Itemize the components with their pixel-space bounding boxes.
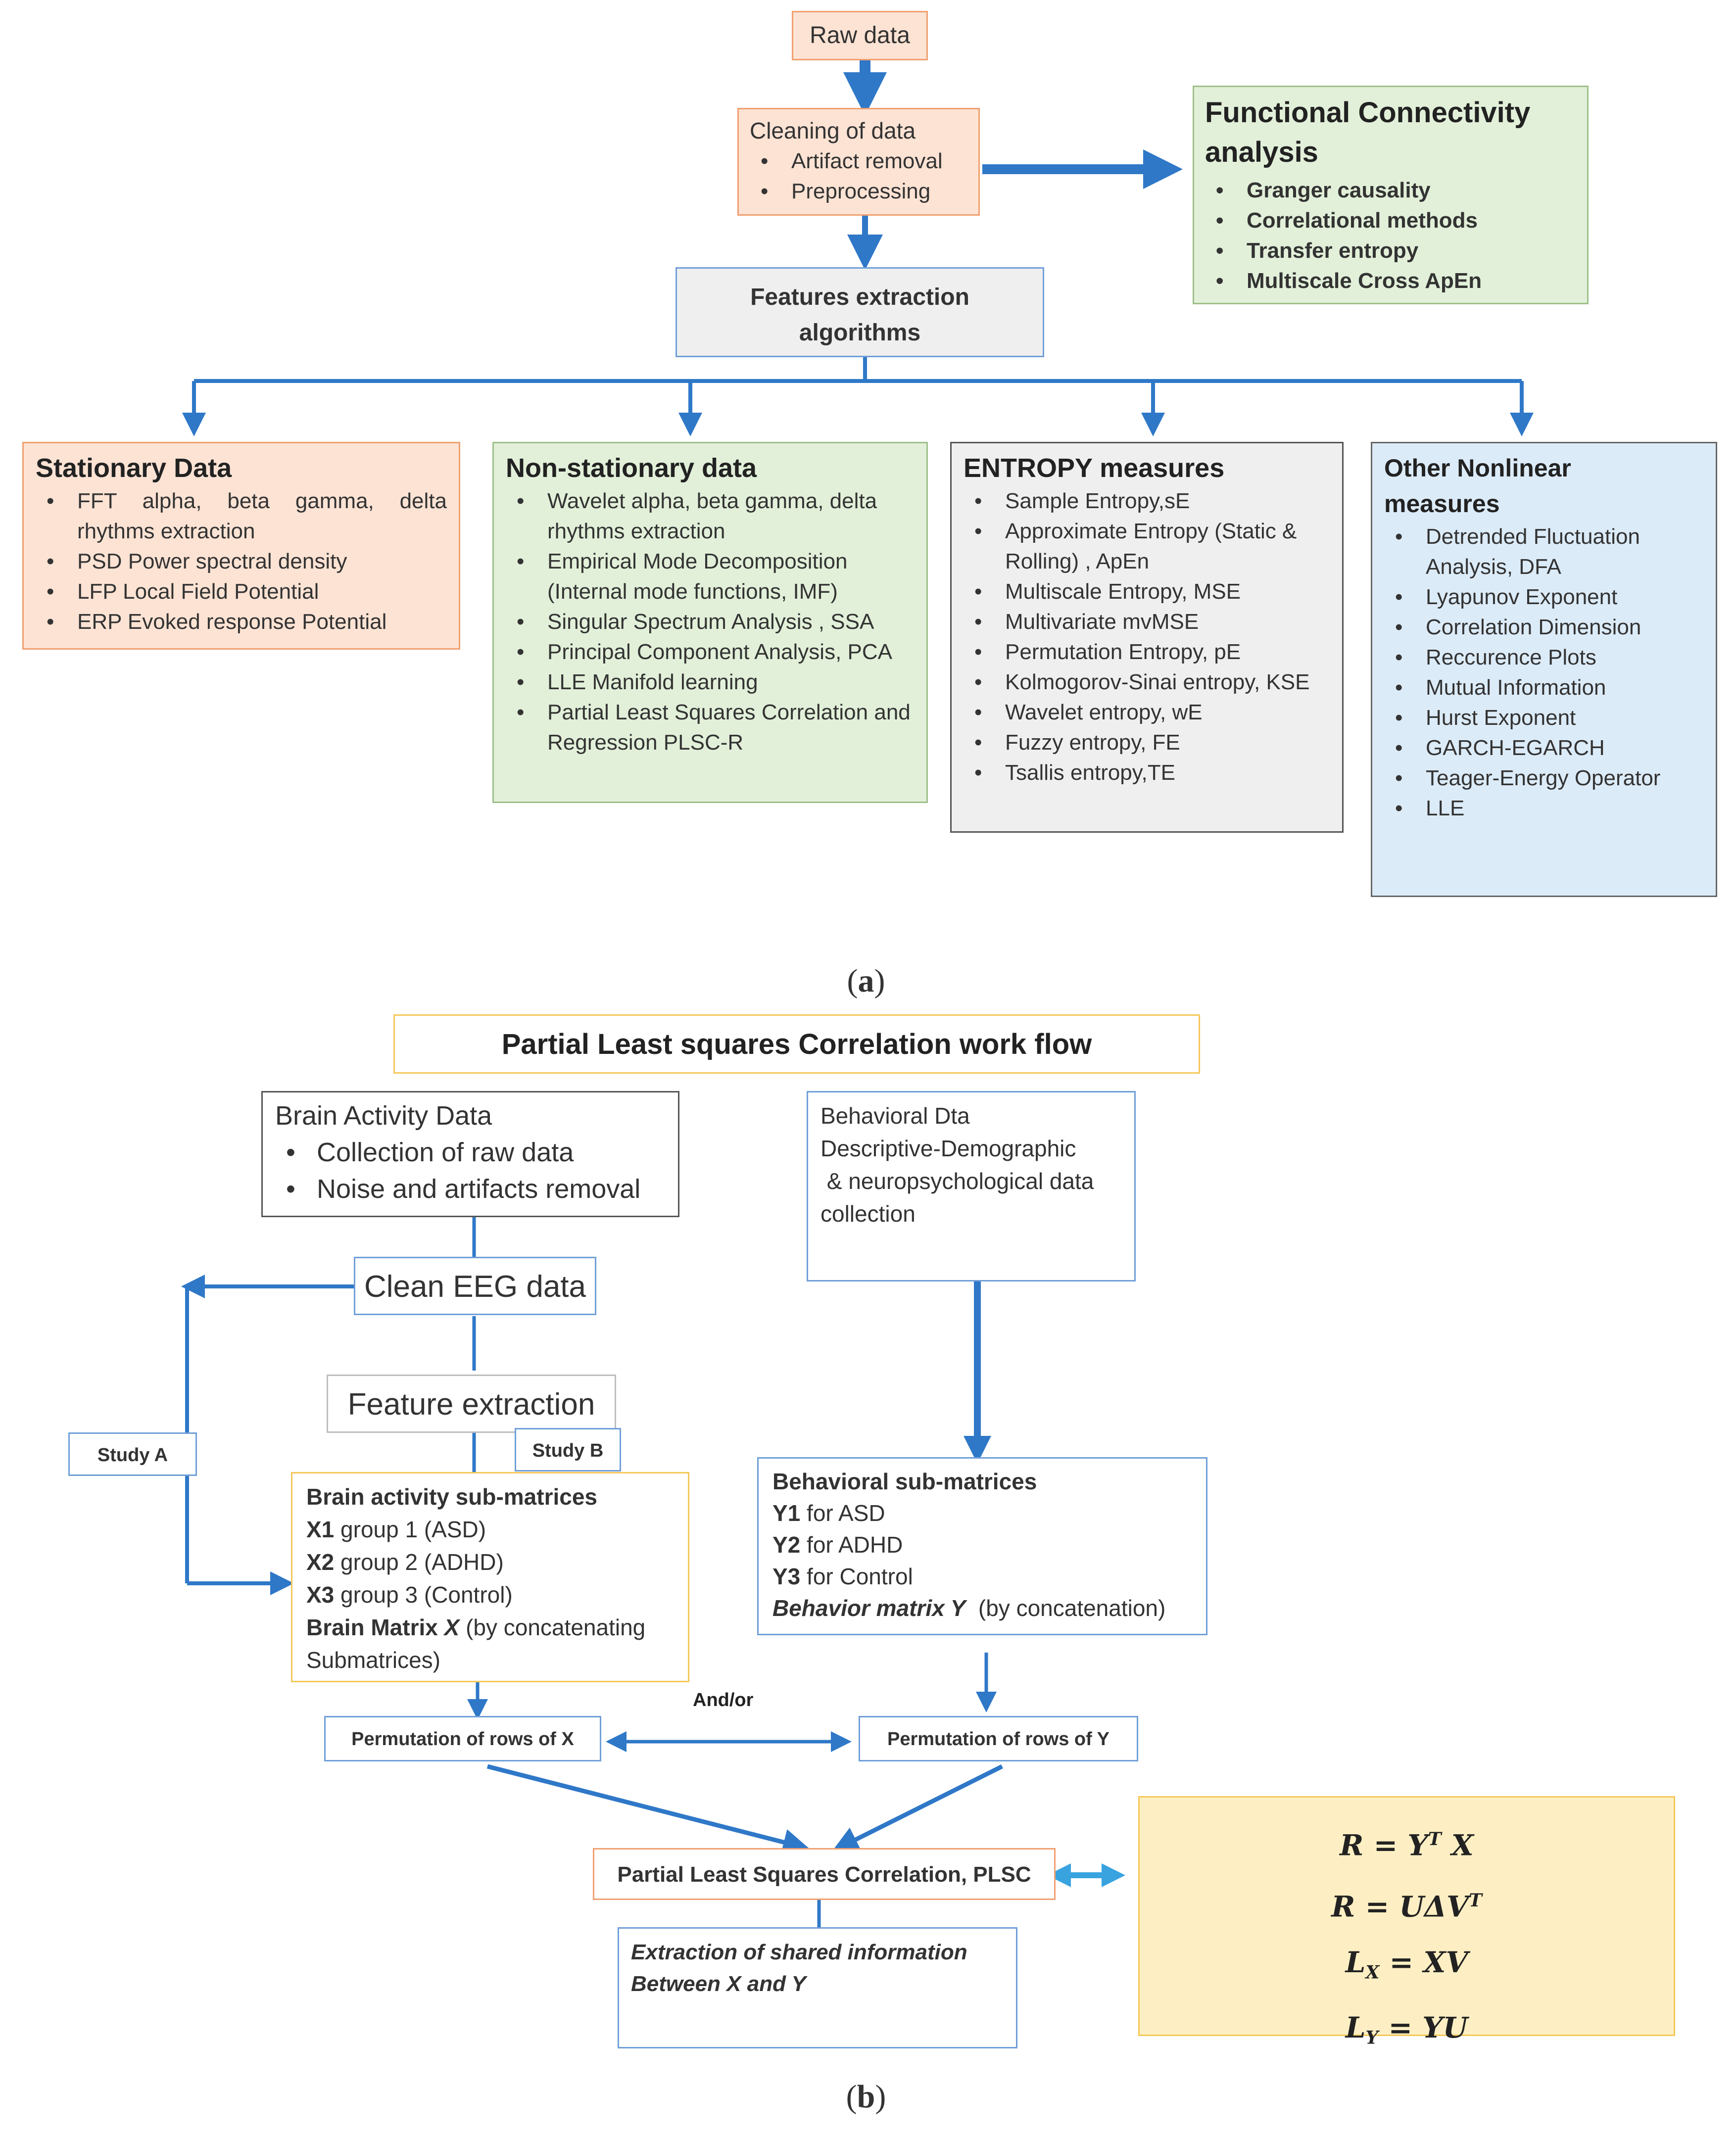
list-item: Empirical Mode Decomposition (Internal m… (506, 546, 915, 607)
plsc-equations-box: R = YT X R = UΔVT LX = XV LY = YU (1138, 1796, 1675, 2048)
list-item: Preprocessing (750, 176, 978, 206)
behavioral-submatrices-box: Behavioral sub-matrices Y1 for ASD Y2 fo… (757, 1457, 1207, 1635)
study-a-label: Study A (68, 1432, 197, 1476)
permutation-y-box: Permutation of rows of Y (859, 1716, 1138, 1761)
list-item: LLE Manifold learning (506, 667, 915, 697)
list-item: Partial Least Squares Correlation and Re… (506, 697, 915, 758)
brain-activity-list: Collection of raw data Noise and artifac… (275, 1134, 678, 1207)
behav-sub-y1: Y1 for ASD (772, 1500, 885, 1526)
cleaning-list: Artifact removal Preprocessing (750, 146, 978, 206)
features-extraction-box: Features extraction algorithms (675, 267, 1044, 357)
list-item: Correlation Dimension (1384, 612, 1707, 642)
nonlinear-list: Detrended Fluctuation Analysis, DFA Lyap… (1384, 522, 1707, 823)
cleaning-box: Cleaning of data Artifact removal Prepro… (737, 108, 980, 216)
entropy-list: Sample Entropy,sE Approximate Entropy (S… (964, 486, 1332, 788)
list-item: Noise and artifacts removal (275, 1171, 678, 1207)
caption-a-letter: a (858, 963, 874, 999)
brain-activity-title: Brain Activity Data (275, 1101, 492, 1131)
list-item: Singular Spectrum Analysis , SSA (506, 607, 915, 637)
list-item: Wavelet entropy, wE (964, 697, 1332, 727)
nonlinear-title: Other Nonlinear measures (1384, 454, 1571, 518)
nonstationary-title: Non-stationary data (506, 453, 757, 483)
behavioral-line: collection (820, 1201, 916, 1227)
brain-sub-x2: X2 group 2 (ADHD) (306, 1549, 504, 1575)
behavioral-line: Descriptive-Demographic (820, 1136, 1076, 1161)
list-item: Wavelet alpha, beta gamma, delta rhythms… (506, 486, 915, 546)
list-item: Granger causality (1205, 175, 1587, 205)
permutation-x-box: Permutation of rows of X (324, 1716, 601, 1761)
brain-matrix-x: Brain Matrix X (by concatenating Submatr… (306, 1614, 646, 1673)
behavioral-data-box: Behavioral Dta Descriptive-Demographic &… (807, 1091, 1136, 1282)
extraction-line: Between X and Y (631, 1972, 806, 1996)
plsc-workflow-title: Partial Least squares Correlation work f… (393, 1014, 1200, 1074)
list-item: Teager-Energy Operator (1384, 763, 1707, 793)
cleaning-title: Cleaning of data (750, 118, 916, 143)
nonstationary-list: Wavelet alpha, beta gamma, delta rhythms… (506, 486, 915, 758)
list-item: Detrended Fluctuation Analysis, DFA (1384, 522, 1707, 582)
list-item: Reccurence Plots (1384, 642, 1707, 672)
brain-activity-submatrices-box: Brain activity sub-matrices X1 group 1 (… (291, 1472, 689, 1682)
list-item: Multivariate mvMSE (964, 607, 1332, 637)
list-item: LLE (1384, 793, 1707, 823)
extraction-shared-info-box: Extraction of shared information Between… (618, 1927, 1017, 2048)
list-item: Correlational methods (1205, 205, 1587, 236)
list-item: Approximate Entropy (Static & Rolling) ,… (964, 516, 1332, 576)
other-nonlinear-box: Other Nonlinear measures Detrended Fluct… (1371, 442, 1717, 897)
behav-sub-y2: Y2 for ADHD (772, 1532, 903, 1558)
functional-title: Functional Connectivity analysis (1205, 96, 1531, 168)
caption-b: (b) (846, 2079, 886, 2115)
list-item: Hurst Exponent (1384, 703, 1707, 733)
equation-r-svd: R = UΔVT (1331, 1890, 1482, 1924)
stationary-list: FFT alpha, beta gamma, delta rhythms ext… (36, 486, 447, 637)
nonstationary-data-box: Non-stationary data Wavelet alpha, beta … (492, 442, 928, 803)
list-item: Sample Entropy,sE (964, 486, 1332, 516)
brain-sub-x3: X3 group 3 (Control) (306, 1582, 513, 1608)
list-item: Artifact removal (750, 146, 978, 176)
stationary-title: Stationary Data (36, 453, 232, 483)
behavioral-line: & neuropsychological data (820, 1168, 1094, 1194)
study-b-label: Study B (515, 1428, 621, 1471)
brain-sub-x1: X1 group 1 (ASD) (306, 1517, 486, 1542)
list-item: Multiscale Cross ApEn (1205, 266, 1587, 296)
feature-extraction-box: Feature extraction (327, 1375, 616, 1433)
functional-connectivity-box: Functional Connectivity analysis Granger… (1193, 86, 1589, 304)
equation-lx: LX = XV (1345, 1945, 1468, 1983)
list-item: Lyapunov Exponent (1384, 582, 1707, 612)
list-item: Collection of raw data (275, 1134, 678, 1171)
plsc-box: Partial Least Squares Correlation, PLSC (593, 1848, 1056, 1900)
list-item: LFP Local Field Potential (36, 576, 447, 607)
extraction-line: Extraction of shared information (631, 1940, 967, 1964)
list-item: Permutation Entropy, pE (964, 637, 1332, 667)
list-item: Transfer entropy (1205, 236, 1587, 266)
behav-sub-title: Behavioral sub-matrices (772, 1469, 1037, 1494)
arrow-permy-to-plsc (831, 1764, 1004, 1852)
raw-data-box: Raw data (792, 11, 928, 60)
and-or-label: And/or (693, 1690, 754, 1710)
equation-r-ytx: R = YT X (1340, 1828, 1474, 1862)
behav-sub-y3: Y3 for Control (772, 1564, 913, 1589)
list-item: Multiscale Entropy, MSE (964, 576, 1332, 607)
list-item: Mutual Information (1384, 672, 1707, 703)
clean-eeg-data-box: Clean EEG data (354, 1257, 596, 1315)
behavior-matrix-y: Behavior matrix Y (by concatenation) (772, 1595, 1166, 1621)
list-item: Kolmogorov-Sinai entropy, KSE (964, 667, 1332, 697)
caption-b-letter: b (857, 2079, 875, 2115)
brain-sub-title: Brain activity sub-matrices (306, 1484, 598, 1510)
list-item: FFT alpha, beta gamma, delta rhythms ext… (36, 486, 447, 546)
entropy-measures-box: ENTROPY measures Sample Entropy,sE Appro… (950, 442, 1344, 833)
list-item: Principal Component Analysis, PCA (506, 637, 915, 667)
list-item: Fuzzy entropy, FE (964, 727, 1332, 758)
list-item: GARCH-EGARCH (1384, 733, 1707, 763)
brain-activity-data-box: Brain Activity Data Collection of raw da… (261, 1091, 679, 1217)
equation-ly: LY = YU (1345, 2011, 1468, 2048)
behavioral-line: Behavioral Dta (820, 1103, 970, 1129)
functional-list: Granger causality Correlational methods … (1205, 175, 1587, 296)
caption-a: (a) (847, 963, 885, 999)
arrow-permx-to-plsc (486, 1764, 810, 1855)
list-item: Tsallis entropy,TE (964, 758, 1332, 788)
list-item: ERP Evoked response Potential (36, 607, 447, 637)
entropy-title: ENTROPY measures (964, 453, 1225, 483)
stationary-data-box: Stationary Data FFT alpha, beta gamma, d… (22, 442, 460, 650)
list-item: PSD Power spectral density (36, 546, 447, 576)
